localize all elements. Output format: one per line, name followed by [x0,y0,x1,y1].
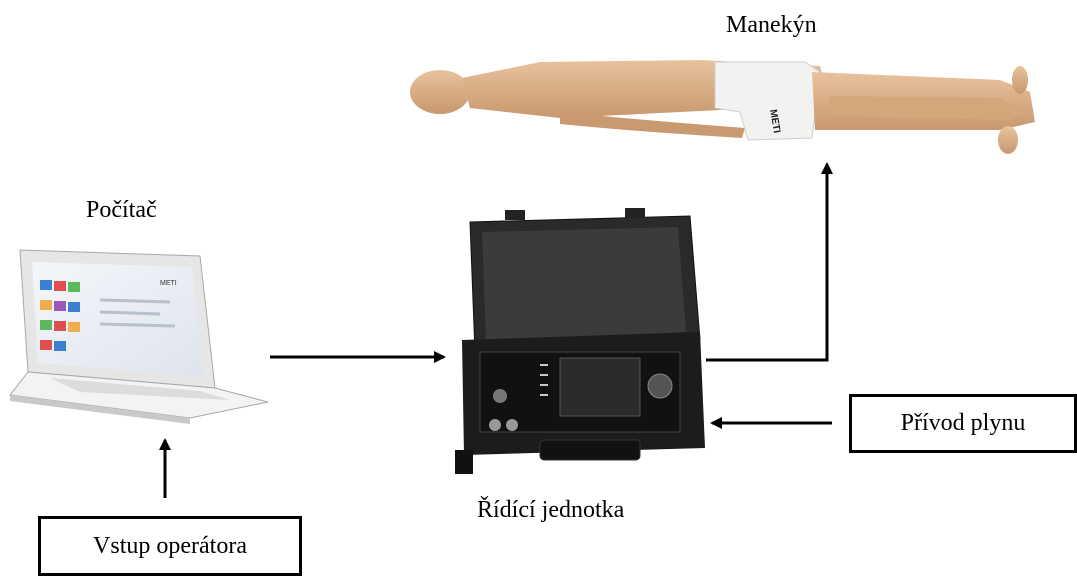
control-unit-image [455,208,705,474]
control-unit-label: Řídící jednotka [477,497,624,524]
computer-label: Počítač [86,197,157,224]
mannequin-image: METI [410,60,1035,154]
laptop-screen-brand: METI [160,280,177,287]
mannequin-label: Manekýn [726,12,817,39]
operator-input-box: Vstup operátora [38,516,302,576]
arrow-control-unit-to-mannequin [706,164,827,360]
gas-supply-box: Přívod plynu [849,394,1077,453]
laptop-image: METI [10,250,268,424]
